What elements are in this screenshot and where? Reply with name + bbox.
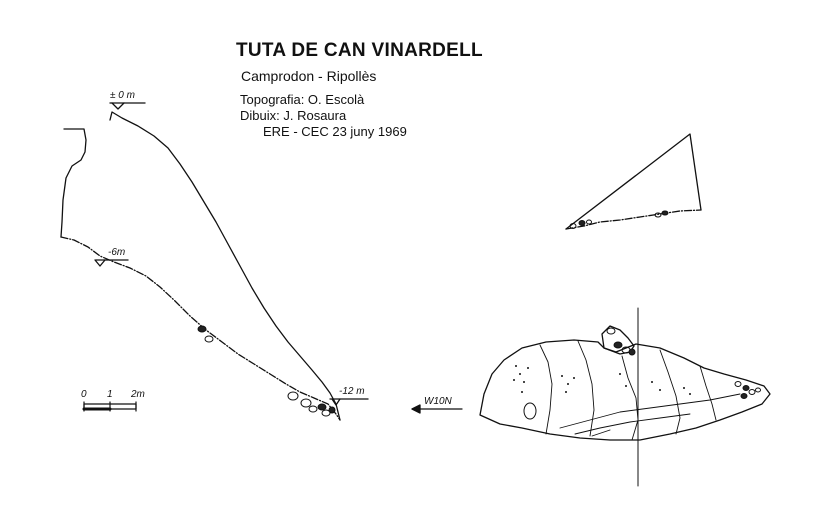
- section-profile: [60, 102, 369, 421]
- scale-label-0: 0: [81, 389, 87, 400]
- credit-drawing: Dibuix: J. Rosaura: [240, 108, 347, 123]
- survey-location: Camprodon - Ripollès: [241, 68, 377, 84]
- survey-title: TUTA DE CAN VINARDELL: [236, 40, 483, 61]
- credit-topography: Topografia: O. Escolà: [240, 92, 365, 107]
- depth-label-12m: -12 m: [339, 386, 365, 397]
- plan-view: [411, 307, 771, 487]
- scale-label-2m: 2m: [131, 389, 145, 400]
- depth-label-6m: -6m: [108, 247, 126, 258]
- orientation-label: W10N: [424, 396, 452, 407]
- cross-section: [565, 133, 702, 230]
- section-boulders: [197, 325, 336, 417]
- depth-label-entrance: ± 0 m: [110, 90, 135, 101]
- credit-date: ERE - CEC 23 juny 1969: [263, 124, 407, 139]
- scale-label-1: 1: [107, 389, 113, 400]
- scale-bar: [82, 401, 137, 412]
